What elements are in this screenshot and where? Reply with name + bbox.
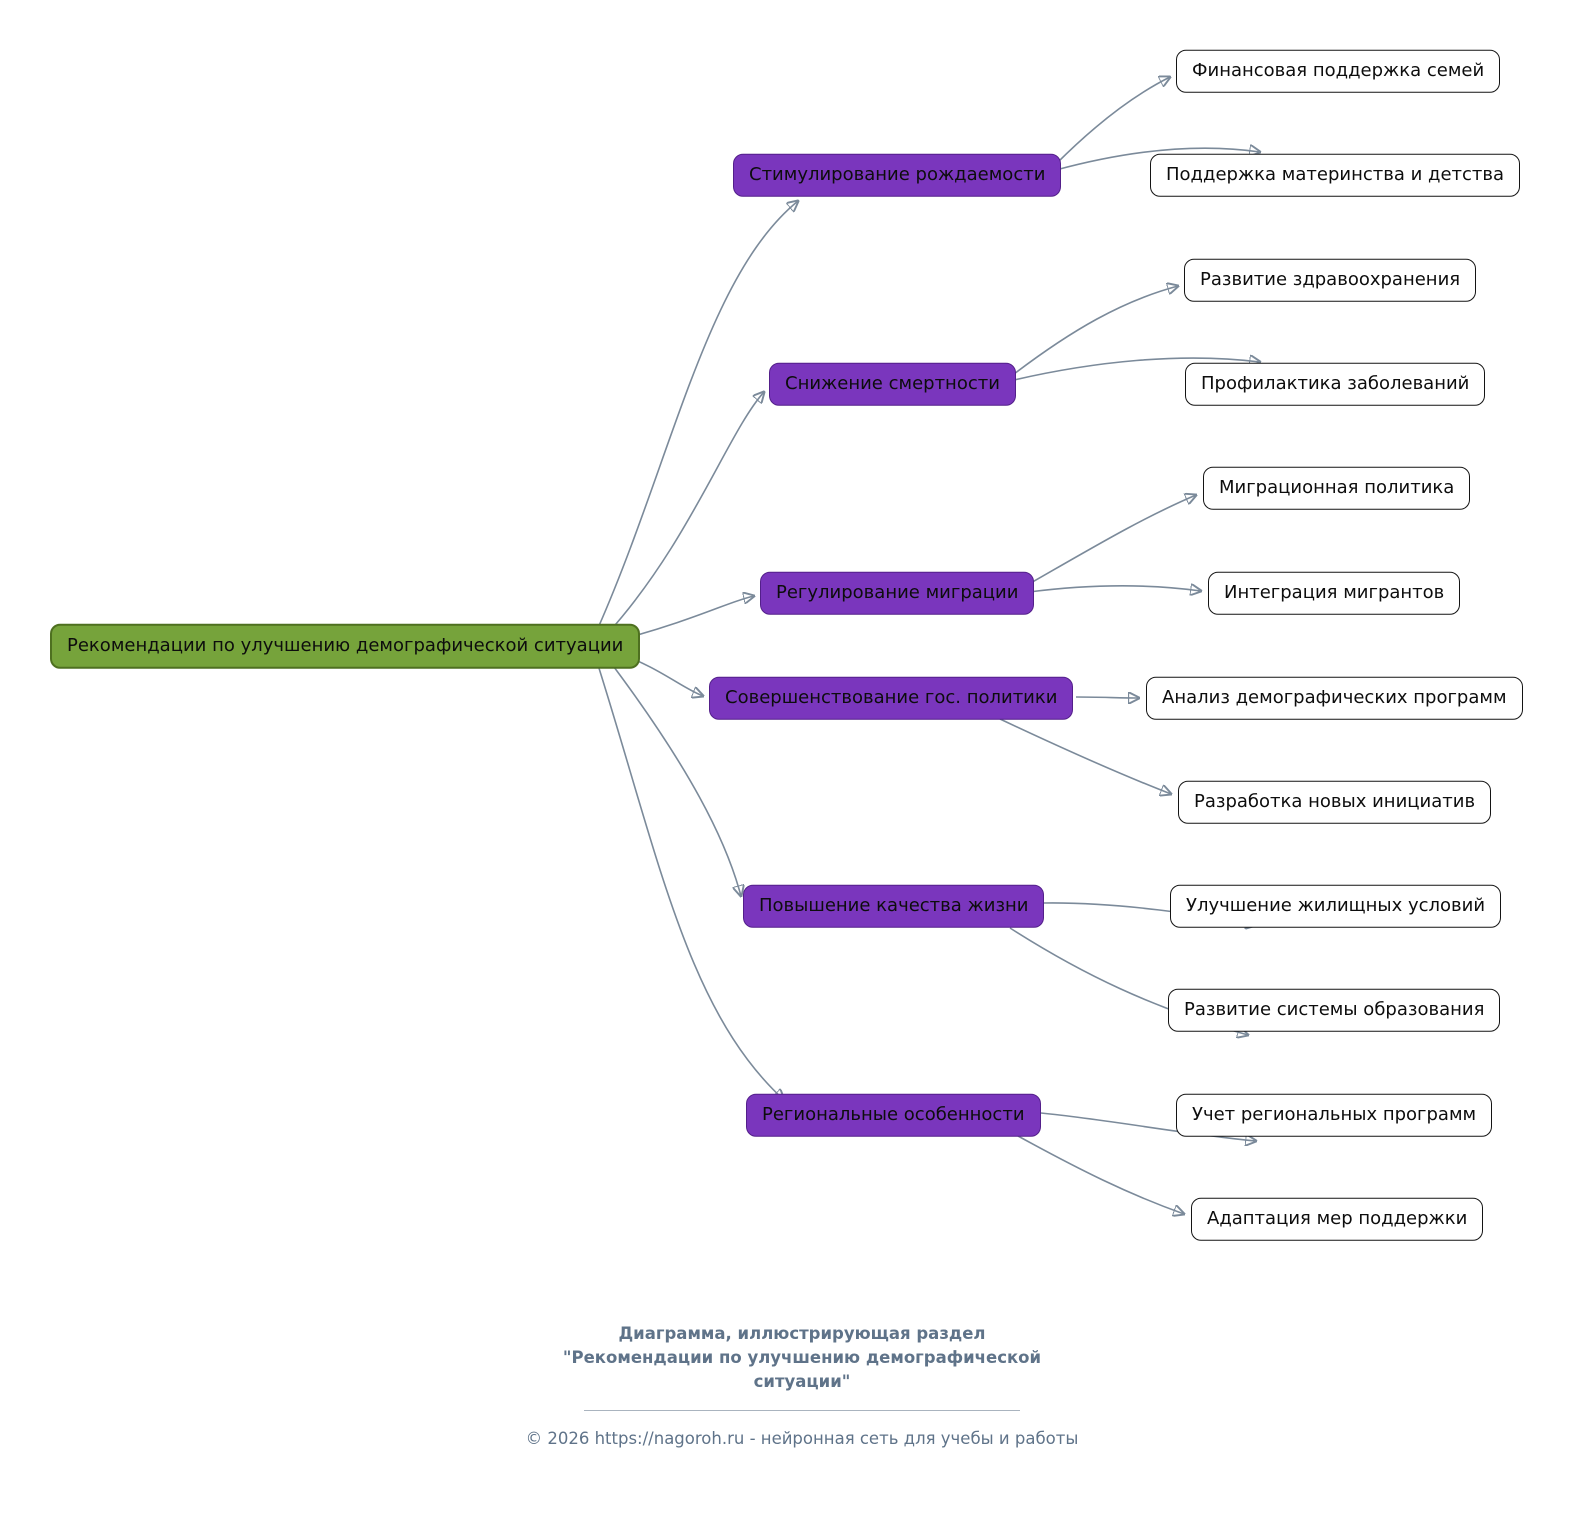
branch-fertility-stimulation: Стимулирование рождаемости: [733, 153, 1062, 197]
leaf-healthcare-development: Развитие здравоохранения: [1184, 258, 1477, 302]
leaf-maternity-childhood-support: Поддержка материнства и детства: [1150, 153, 1521, 197]
branch-life-quality: Повышение качества жизни: [743, 884, 1045, 928]
branch-mortality-reduction: Снижение смертности: [769, 362, 1016, 406]
leaf-demographic-program-analysis: Анализ демографических программ: [1146, 676, 1523, 720]
edge-root-to-life-quality: [607, 658, 741, 896]
branch-migration-regulation: Регулирование миграции: [760, 571, 1035, 615]
edge-mortality-to-disease-prevention: [1013, 358, 1260, 381]
diagram-footer: Диаграмма, иллюстрирующая раздел "Рекоме…: [522, 1322, 1082, 1450]
edge-migration-to-migration-policy: [1028, 495, 1196, 585]
leaf-financial-support-families: Финансовая поддержка семей: [1176, 49, 1501, 93]
edge-fertility-to-financial-support: [1055, 77, 1170, 165]
leaf-migration-policy: Миграционная политика: [1203, 466, 1471, 510]
edge-mortality-to-healthcare: [1013, 286, 1178, 375]
copyright-text: © 2026 https://nagoroh.ru - нейронная се…: [525, 1428, 1079, 1448]
edge-root-to-regional: [597, 664, 784, 1100]
leaf-regional-programs-accounting: Учет региональных программ: [1176, 1093, 1493, 1137]
root-node: Рекомендации по улучшению демографическо…: [50, 623, 641, 669]
leaf-housing-improvement: Улучшение жилищных условий: [1170, 884, 1502, 928]
diagram-caption-line2: "Рекомендации по улучшению демографическ…: [562, 1347, 1042, 1391]
edge-regional-to-regional-programs: [1040, 1112, 1256, 1141]
edge-root-to-fertility: [597, 201, 798, 629]
edge-root-to-migration: [615, 596, 754, 642]
diagram-caption-line1: Диаграмма, иллюстрирующая раздел: [618, 1324, 986, 1343]
edge-fertility-to-maternity-support: [1055, 148, 1260, 171]
edge-migration-to-migrant-integration: [1028, 586, 1201, 592]
leaf-disease-prevention: Профилактика заболеваний: [1185, 362, 1486, 406]
edge-policy-to-program-analysis: [1075, 697, 1139, 698]
leaf-new-initiatives-development: Разработка новых инициатив: [1178, 780, 1492, 824]
edge-policy-to-new-initiatives: [999, 718, 1171, 794]
branch-regional-features: Региональные особенности: [746, 1093, 1041, 1137]
leaf-education-system-development: Развитие системы образования: [1168, 988, 1501, 1032]
leaf-support-measures-adaptation: Адаптация мер поддержки: [1191, 1197, 1484, 1241]
leaf-migrant-integration: Интеграция мигрантов: [1208, 571, 1461, 615]
footer-divider: [584, 1409, 1020, 1411]
edge-regional-to-support-adaptation: [1017, 1135, 1184, 1214]
branch-policy-improvement: Совершенствование гос. политики: [709, 676, 1074, 720]
edge-root-to-mortality: [607, 392, 764, 634]
